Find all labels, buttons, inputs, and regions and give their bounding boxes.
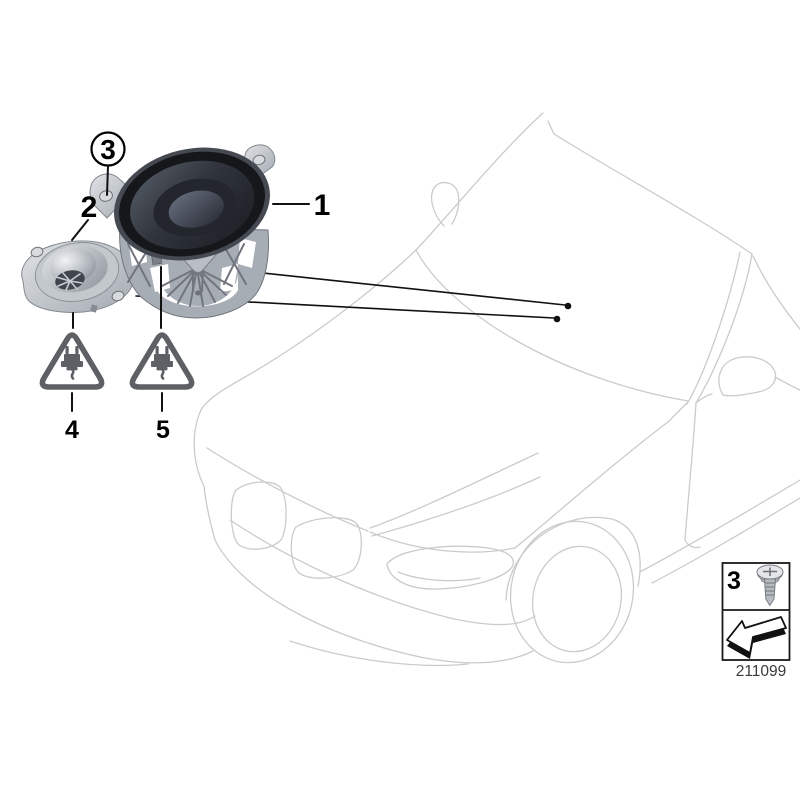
speaker-dust-cap [168,190,224,228]
midrange-speaker-illustration [89,144,276,319]
callout-2-group: 2 [71,191,98,241]
kidney-grille-left [230,481,287,550]
direction-arrow-icon [726,616,787,659]
callout-1[interactable]: 1 [314,189,331,222]
callout-1-group: 1 [272,189,331,222]
car-front-outline [193,112,800,667]
legend-screw-ref: 3 [727,567,741,595]
left-mirror-outline [430,181,460,227]
legend-screw-cell[interactable]: 3 [727,564,784,607]
front-wheel-tire [509,520,635,664]
location-dot-2 [553,315,561,323]
connector-plug-warning-icon [132,335,191,387]
callout-5[interactable]: 5 [156,416,170,444]
screw-icon [756,564,784,607]
legend-box: 3 [721,562,791,661]
warning-triangle-5 [132,266,191,412]
headlight-outline [386,545,514,590]
warning-triangle-4 [42,312,101,412]
callout-3-group: 3 [90,131,126,196]
speaker-mounting-hole [99,190,113,202]
callout-2[interactable]: 2 [81,191,98,224]
front-wheel-rim [531,545,623,653]
callout-4[interactable]: 4 [65,416,79,444]
right-mirror-outline [718,356,777,397]
diagram-number: 211099 [736,663,787,680]
connector-plug-warning-icon [42,335,101,387]
location-dot-1 [564,302,572,310]
speaker-mounting-hole [252,154,266,166]
tweeter-illustration [21,240,135,313]
legend-arrow-cell[interactable] [726,616,787,659]
tweeter-mounting-hole [30,246,44,258]
tweeter-mounting-hole [111,290,125,302]
callout-3[interactable]: 3 [100,134,116,165]
kidney-grille-right [290,517,362,579]
